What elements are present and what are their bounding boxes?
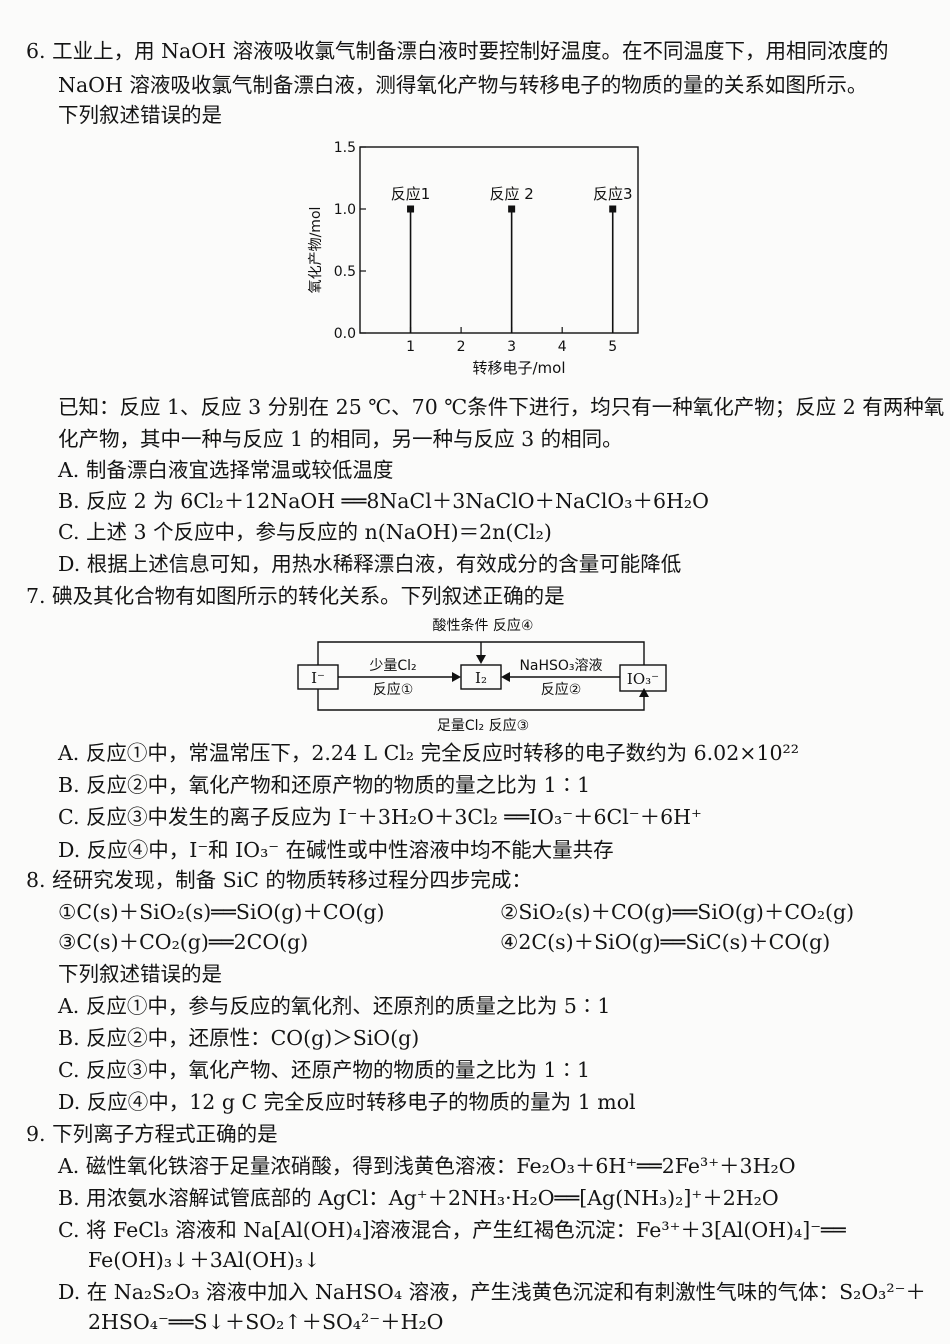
arrow-reaction-2-head: [501, 672, 510, 682]
q7-option-c: C. 反应③中发生的离子反应为 I⁻＋3H₂O＋3Cl₂ ══IO₃⁻＋6Cl⁻…: [58, 805, 702, 829]
q6-option-d: D. 根据上述信息可知，用热水稀释漂白液，有效成分的含量可能降低: [58, 552, 682, 576]
y-axis-label: 氧化产物/mol: [308, 207, 324, 294]
q7-option-a: A. 反应①中，常温常压下，2.24 L Cl₂ 完全反应时转移的电子数约为 6…: [58, 741, 799, 765]
label-arrow2-top: NaHSO₃溶液: [519, 658, 602, 674]
arrow-reaction-1-head: [452, 672, 461, 682]
q7-stem: 7. 碘及其化合物有如图所示的转化关系。下列叙述正确的是: [26, 584, 565, 608]
y-tick-label: 0.5: [334, 264, 356, 280]
label-iodate: IO₃⁻: [627, 670, 659, 688]
loop-bottom-arrow-head: [639, 688, 649, 697]
q8-question: 下列叙述错误的是: [58, 962, 222, 986]
x-tick-label: 5: [608, 339, 617, 355]
q9-option-c-line1: C. 将 FeCl₃ 溶液和 Na[Al(OH)₄]溶液混合，产生红褐色沉淀：F…: [58, 1218, 846, 1242]
q9-option-b: B. 用浓氨水溶解试管底部的 AgCl：Ag⁺＋2NH₃·H₂O══[Ag(NH…: [58, 1186, 779, 1210]
q9-stem: 9. 下列离子方程式正确的是: [26, 1122, 278, 1146]
data-label: 反应 2: [489, 185, 533, 203]
q9-option-a: A. 磁性氧化铁溶于足量浓硝酸，得到浅黄色溶液：Fe₂O₃＋6H⁺══2Fe³⁺…: [58, 1154, 796, 1178]
y-tick-label: 1.0: [334, 202, 356, 218]
data-label: 反应1: [391, 185, 431, 203]
label-iodine: I₂: [475, 669, 487, 687]
q8-reaction-1: ①C(s)＋SiO₂(s)══SiO(g)＋CO(g): [58, 900, 385, 924]
data-point: [407, 205, 415, 213]
data-point: [508, 205, 516, 213]
q8-reaction-3: ③C(s)＋CO₂(g)══2CO(g): [58, 930, 309, 954]
y-tick-label: 1.5: [334, 140, 356, 156]
label-arrow2-bottom: 反应②: [541, 681, 582, 698]
y-tick-label: 0.0: [334, 326, 356, 342]
x-tick-label: 4: [558, 339, 567, 355]
q8-option-a: A. 反应①中，参与反应的氧化剂、还原剂的质量之比为 5∶1: [58, 994, 611, 1018]
q6-stem-line1: 6. 工业上，用 NaOH 溶液吸收氯气制备漂白液时要控制好温度。在不同温度下，…: [26, 39, 889, 63]
q9-option-c-line2: Fe(OH)₃↓＋3Al(OH)₃↓: [88, 1248, 321, 1272]
q8-reaction-2: ②SiO₂(s)＋CO(g)══SiO(g)＋CO₂(g): [500, 900, 855, 924]
q6-known-line2: 化产物，其中一种与反应 1 的相同，另一种与反应 3 的相同。: [58, 427, 623, 451]
q7-option-b: B. 反应②中，氧化产物和还原产物的物质的量之比为 1∶1: [58, 773, 591, 797]
q6-known-line1: 已知：反应 1、反应 3 分别在 25 ℃、70 ℃条件下进行，均只有一种氧化产…: [58, 395, 945, 419]
data-point: [609, 205, 617, 213]
q6-option-b: B. 反应 2 为 6Cl₂＋12NaOH ══8NaCl＋3NaClO＋NaC…: [58, 489, 709, 513]
label-bottom: 足量Cl₂ 反应③: [437, 717, 529, 734]
q8-reaction-4: ④2C(s)＋SiO(g)══SiC(s)＋CO(g): [500, 930, 831, 954]
box-iodate: [619, 664, 667, 692]
label-arrow1-top: 少量Cl₂: [369, 658, 416, 674]
q8-option-d: D. 反应④中，12 g C 完全反应时转移电子的物质的量为 1 mol: [58, 1090, 636, 1114]
q7-option-d: D. 反应④中，I⁻和 IO₃⁻ 在碱性或中性溶液中均不能大量共存: [58, 838, 614, 862]
label-arrow1-bottom: 反应①: [373, 681, 414, 698]
x-tick-label: 1: [406, 339, 415, 355]
label-top: 酸性条件 反应④: [432, 617, 533, 634]
q7-iodine-diagram: I⁻ I₂ IO₃⁻ 酸性条件 反应④ 少量Cl₂ 反应① NaHSO₃溶液 反…: [297, 617, 667, 734]
q6-option-a: A. 制备漂白液宜选择常温或较低温度: [58, 458, 394, 482]
data-label: 反应3: [593, 185, 633, 203]
x-axis-label: 转移电子/mol: [472, 359, 565, 377]
q8-option-c: C. 反应③中，氧化产物、还原产物的物质的量之比为 1∶1: [58, 1058, 591, 1082]
q8-option-b: B. 反应②中，还原性：CO(g)＞SiO(g): [58, 1026, 420, 1050]
x-tick-label: 2: [457, 339, 466, 355]
q6-stem-line2: NaOH 溶液吸收氯气制备漂白液，测得氧化产物与转移电子的物质的量的关系如图所示…: [58, 73, 868, 97]
q9-option-d-line2: 2HSO₄⁻══S↓＋SO₂↑＋SO₄²⁻＋H₂O: [88, 1310, 444, 1334]
q9-option-d-line1: D. 在 Na₂S₂O₃ 溶液中加入 NaHSO₄ 溶液，产生浅黄色沉淀和有刺激…: [58, 1280, 926, 1304]
q8-stem: 8. 经研究发现，制备 SiC 的物质转移过程分四步完成：: [26, 868, 532, 892]
label-iodide: I⁻: [311, 669, 325, 687]
plot-frame: [359, 146, 639, 334]
q6-option-c: C. 上述 3 个反应中，参与反应的 n(NaOH)＝2n(Cl₂): [58, 520, 552, 544]
loop-bottom-line: [317, 689, 645, 711]
q6-stem-line3: 下列叙述错误的是: [58, 103, 222, 127]
q6-chart: 0.0 0.5 1.0 1.5 1 2 3 4 5 反应1 反应 2 反应3 转移电子/mol 氧化产物/…: [308, 140, 639, 377]
x-tick-label: 3: [507, 339, 516, 355]
loop-top-arrow-head: [476, 655, 486, 664]
